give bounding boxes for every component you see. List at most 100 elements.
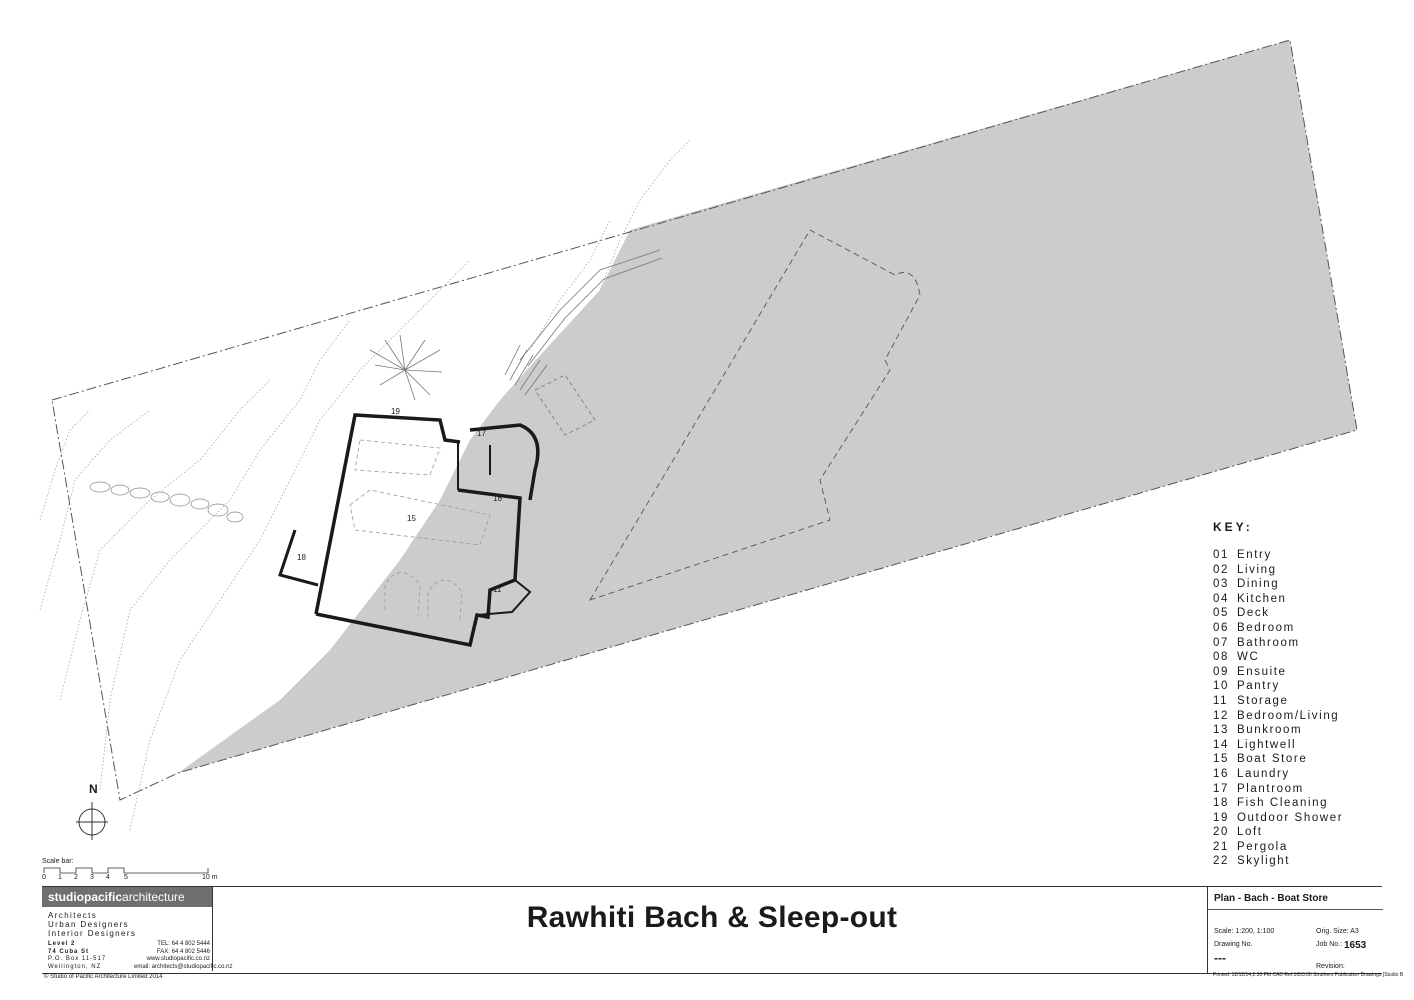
tree	[369, 334, 443, 401]
scale-tick-5: 5	[124, 874, 128, 881]
print-info: Printed: 12/12/14,2:36 PM CAD Ref:1653.0…	[1213, 972, 1404, 978]
key-item-label: Skylight	[1237, 855, 1291, 868]
key-item-06: 06 Bedroom	[1213, 621, 1343, 636]
service-item: Architects	[48, 911, 98, 920]
room-label-11: 11	[493, 585, 502, 594]
logo-light-text: architecture	[122, 890, 185, 904]
scale-bar-graphic	[43, 867, 209, 874]
north-arrow-icon	[76, 802, 108, 840]
key-item-label: Bunkroom	[1237, 724, 1303, 737]
key-item-label: Bathroom	[1237, 636, 1300, 649]
services-list: Architects Urban Designers Interior Desi…	[48, 911, 136, 938]
key-item-label: Bedroom	[1237, 621, 1295, 634]
scale-value: Scale: 1:200, 1:100	[1214, 928, 1275, 935]
key-item-number: 06	[1213, 621, 1229, 634]
key-item-number: 22	[1213, 855, 1229, 868]
key-item-label: Loft	[1237, 826, 1263, 839]
room-label-17: 17	[477, 429, 486, 438]
drawing-title: Plan - Bach - Boat Store	[1214, 893, 1328, 904]
key-item-number: 16	[1213, 767, 1229, 780]
address-block: Level 2 74 Cuba St P.O. Box 11-517 Welli…	[48, 941, 106, 971]
key-item-label: Fish Cleaning	[1237, 797, 1329, 810]
scale-tick-0: 0	[42, 874, 46, 881]
key-item-label: Lightwell	[1237, 738, 1297, 751]
studio-logo: studiopacificarchitecture	[42, 887, 212, 907]
room-label-15: 15	[407, 514, 416, 523]
key-item-label: Ensuite	[1237, 665, 1287, 678]
key-item-11: 11 Storage	[1213, 694, 1343, 709]
scale-tick-2: 2	[74, 874, 78, 881]
key-item-label: Dining	[1237, 578, 1280, 591]
key-item-19: 19 Outdoor Shower	[1213, 811, 1343, 826]
key-item-22: 22 Skylight	[1213, 854, 1343, 869]
logo-bold-text: studiopacific	[48, 890, 123, 904]
walkway	[504, 249, 663, 436]
key-item-07: 07 Bathroom	[1213, 636, 1343, 651]
job-no-label: Job No.:	[1316, 941, 1343, 948]
key-item-20: 20 Loft	[1213, 825, 1343, 840]
key-item-label: Deck	[1237, 607, 1270, 620]
key-item-label: Plantroom	[1237, 782, 1304, 795]
key-item-label: Laundry	[1237, 767, 1290, 780]
key-item-number: 07	[1213, 636, 1229, 649]
scale-tick-10m: 10 m	[202, 874, 218, 881]
building	[278, 413, 540, 648]
key-item-number: 09	[1213, 665, 1229, 678]
key-item-number: 17	[1213, 782, 1229, 795]
key-item-number: 12	[1213, 709, 1229, 722]
site-area	[178, 40, 1357, 773]
logo-box: studiopacificarchitecture Architects Urb…	[42, 887, 233, 971]
service-item: Interior Designers	[48, 929, 137, 938]
key-item-number: 13	[1213, 724, 1229, 737]
orig-size: Orig. Size: A3	[1316, 928, 1359, 935]
scale-tick-1: 1	[58, 874, 62, 881]
key-item-number: 02	[1213, 563, 1229, 576]
contact-line: FAX: 64 4 802 5446	[156, 948, 210, 955]
key-item-number: 10	[1213, 680, 1229, 693]
drawing-info: Plan - Bach - Boat Store Scale: 1:200, 1…	[1207, 887, 1383, 973]
key-item-label: Boat Store	[1237, 753, 1308, 766]
key-item-number: 04	[1213, 592, 1229, 605]
contact-block: TEL: 64 4 802 5444 FAX: 64 4 802 5446 ww…	[134, 941, 233, 971]
north-label: N	[89, 782, 98, 796]
title-block: studiopacificarchitecture Architects Urb…	[42, 886, 1383, 974]
contact-line: TEL: 64 4 802 5444	[157, 941, 210, 947]
key-item-16: 16 Laundry	[1213, 767, 1343, 782]
key-item-17: 17 Plantroom	[1213, 782, 1343, 797]
key-item-number: 01	[1213, 549, 1229, 561]
key-item-label: Storage	[1237, 694, 1289, 707]
address-line: P.O. Box 11-517	[48, 956, 107, 962]
contour-lines	[39, 139, 691, 831]
key-item-label: WC	[1237, 651, 1260, 664]
contact-line: www.studiopacific.co.nz	[146, 956, 210, 962]
drawing-no: ---	[1214, 951, 1226, 965]
key-title: KEY:	[1213, 520, 1253, 534]
service-item: Urban Designers	[48, 920, 130, 929]
boat-outlines	[349, 439, 491, 623]
room-label-19: 19	[391, 407, 400, 416]
scale-tick-4: 4	[106, 874, 110, 881]
key-item-number: 20	[1213, 826, 1229, 839]
key-item-number: 15	[1213, 753, 1229, 766]
scale-bar: Scale bar: 0 1 2 3 4 5 10 m	[42, 858, 222, 884]
key-item-number: 19	[1213, 811, 1229, 824]
key-item-number: 21	[1213, 840, 1229, 853]
key-item-label: Outdoor Shower	[1237, 811, 1344, 824]
key-item-04: 04 Kitchen	[1213, 592, 1343, 607]
contact-line: email: architects@studiopacific.co.nz	[134, 963, 233, 970]
revision-label: Revision:	[1316, 963, 1345, 970]
job-no: 1653	[1344, 940, 1367, 951]
room-label-16: 16	[493, 494, 502, 503]
key-item-number: 11	[1213, 694, 1229, 707]
key-item-label: Kitchen	[1237, 592, 1287, 605]
